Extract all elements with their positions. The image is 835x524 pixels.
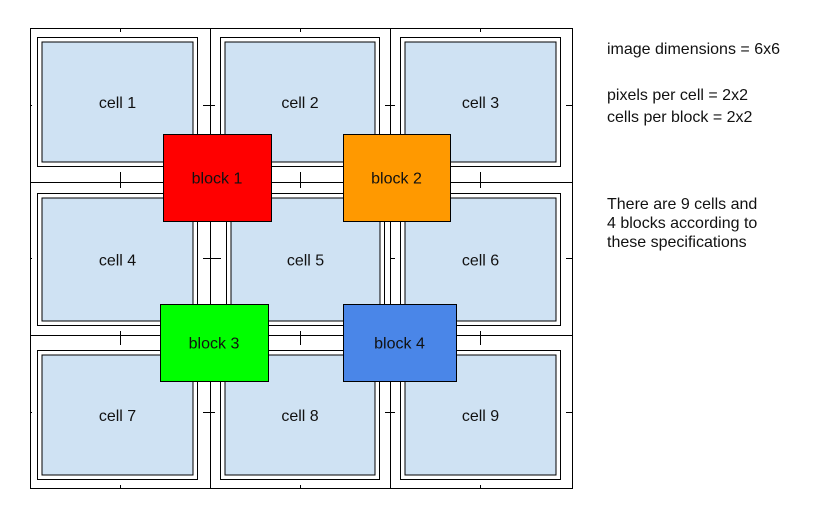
block-4: block 4 [343,304,457,382]
block-label: block 4 [374,336,425,353]
cell-label: cell 6 [462,253,499,270]
pixels-per-cell-note: pixels per cell = 2x2 [607,87,748,104]
block-layer: block 1 block 2 block 3 block 4 [160,134,457,382]
block-1: block 1 [163,134,272,222]
cell-layer: cell 1 cell 2 cell 3 cell 4 cell 5 cell 6 cell… [32,32,566,485]
cell-label: cell 5 [287,253,324,270]
cell-label: cell 1 [99,95,136,112]
block-2: block 2 [343,134,451,222]
summary-note: There are 9 cells and 4 blocks according… [607,196,758,251]
cell-label: cell 4 [99,253,136,270]
cell-label: cell 8 [281,408,318,425]
block-box [163,134,272,222]
block-label: block 1 [192,171,243,188]
block-box [343,304,457,382]
cell-label: cell 2 [281,95,318,112]
block-label: block 2 [371,171,422,188]
block-3: block 3 [160,304,269,382]
cell-label: cell 7 [99,408,136,425]
block-box [343,134,451,222]
cell-block-diagram: cell 1 cell 2 cell 3 cell 4 cell 5 cell 6 cell… [30,28,573,489]
block-box [160,304,269,382]
cell-label: cell 3 [462,95,499,112]
image-dimensions-note: image dimensions = 6x6 [607,41,780,58]
cell-label: cell 9 [462,408,499,425]
cells-per-block-note: cells per block = 2x2 [607,109,753,126]
block-label: block 3 [189,336,240,353]
